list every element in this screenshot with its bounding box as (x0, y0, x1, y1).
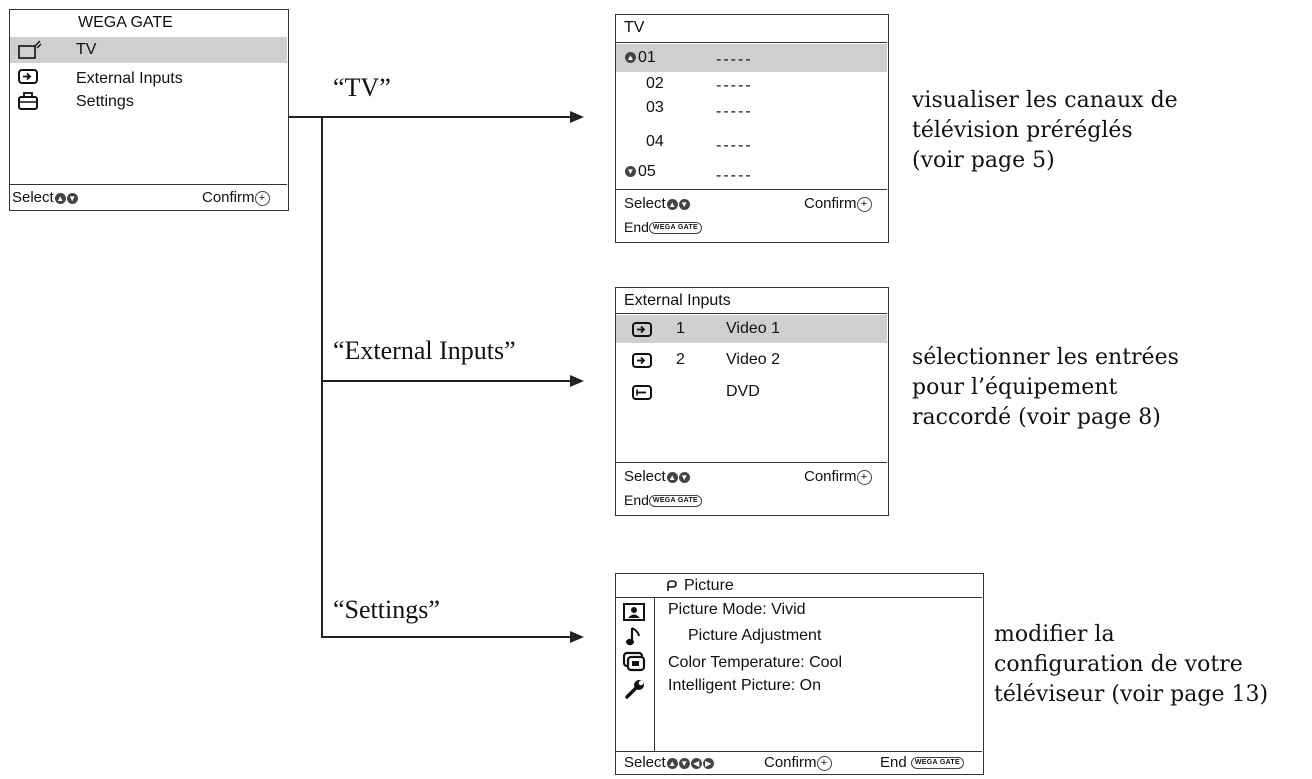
channel-name: ----- (716, 103, 753, 120)
picture-menu-title: Picture (684, 577, 734, 594)
external-confirm-hint: Confirm+ (804, 468, 872, 485)
down-arrow-icon: ▼ (625, 166, 636, 177)
channel-num[interactable]: 05 (638, 163, 656, 180)
tv-menu: TV ▲ 01 ----- 02 ----- 03 ----- 04 -----… (615, 14, 889, 243)
input-number: 1 (676, 320, 685, 337)
tv-menu-title: TV (624, 19, 645, 36)
menu-item-settings[interactable]: Settings (76, 93, 134, 110)
wega-gate-button-icon: WEGA GATE (648, 495, 703, 508)
channel-name: ----- (716, 77, 753, 94)
channel-name: ----- (716, 51, 753, 68)
menu-item-tv[interactable]: TV (76, 41, 97, 58)
external-title-divider (616, 313, 887, 314)
confirm-button-icon: + (254, 190, 270, 206)
up-button-icon: ▲ (666, 198, 678, 210)
picture-mode-item[interactable]: Picture Mode: Vivid (668, 601, 806, 618)
channel-num[interactable]: 03 (646, 99, 664, 116)
label-settings: “Settings” (333, 595, 440, 624)
left-button-icon: ◀ (690, 757, 702, 769)
tv-confirm-hint: Confirm+ (804, 195, 872, 212)
external-menu-title: External Inputs (624, 292, 731, 309)
connector-tv-line (321, 116, 571, 118)
external-footer-divider (616, 462, 887, 463)
picture-title-divider (616, 597, 982, 598)
tv-highlight (616, 44, 887, 72)
tv-title-divider (616, 42, 887, 43)
footer-divider (10, 184, 287, 185)
toolbox-icon (18, 92, 40, 115)
input-icon (632, 352, 654, 375)
settings-picture-menu: Picture Picture Mode: Vivid Picture Adju… (615, 573, 984, 775)
label-tv: “TV” (333, 73, 391, 102)
wega-gate-title: WEGA GATE (78, 14, 173, 31)
wega-gate-button-icon: WEGA GATE (910, 757, 964, 770)
input-icon (18, 68, 40, 91)
intelligent-picture-item[interactable]: Intelligent Picture: On (668, 677, 821, 694)
confirm-button-icon: + (856, 196, 872, 212)
tv-description: visualiser les canaux de télévision prér… (912, 88, 1178, 173)
menu-item-external-inputs[interactable]: External Inputs (76, 70, 183, 87)
input-icon (632, 321, 654, 344)
connector-horizontal-main (289, 116, 322, 118)
arrow-external (570, 375, 584, 387)
channel-num[interactable]: 01 (638, 49, 656, 66)
down-button-icon: ▼ (66, 192, 78, 204)
external-description: sélectionner les entrées pour l’équipeme… (912, 345, 1179, 430)
input-label-dvd[interactable]: DVD (726, 383, 760, 400)
settings-description: modifier la configuration de votre télév… (994, 622, 1269, 707)
label-external-inputs: “External Inputs” (333, 336, 516, 365)
select-hint: Select▲▼ (12, 189, 78, 206)
down-button-icon: ▼ (678, 757, 690, 769)
input-number: 2 (676, 351, 685, 368)
right-button-icon: ▶ (702, 757, 714, 769)
sound-note-icon[interactable] (625, 627, 643, 652)
input-label-video1[interactable]: Video 1 (726, 320, 780, 337)
channel-name: ----- (716, 167, 753, 184)
picture-footer-divider (616, 751, 982, 752)
wega-gate-menu: WEGA GATE TV External Inputs Settings Se… (9, 9, 289, 211)
highlight-tv (10, 37, 287, 63)
confirm-hint: Confirm+ (202, 189, 270, 206)
down-button-icon: ▼ (678, 471, 690, 483)
down-button-icon: ▼ (678, 198, 690, 210)
external-highlight (616, 315, 887, 343)
tv-footer-divider (616, 189, 887, 190)
up-button-icon: ▲ (54, 192, 66, 204)
confirm-button-icon: + (856, 469, 872, 485)
color-temperature-item[interactable]: Color Temperature: Cool (668, 654, 843, 671)
input-label-video2[interactable]: Video 2 (726, 351, 780, 368)
channel-num[interactable]: 04 (646, 133, 664, 150)
external-inputs-menu: External Inputs 1 Video 1 2 Video 2 DVD … (615, 287, 889, 516)
picture-end-hint: End WEGA GATE (880, 754, 964, 771)
picture-back-icon (664, 578, 680, 599)
screen-setup-icon[interactable] (622, 651, 646, 678)
connector-settings-line (321, 636, 571, 638)
arrow-settings (570, 631, 584, 643)
dvd-input-icon (632, 384, 654, 407)
wrench-icon[interactable] (624, 678, 646, 705)
external-select-hint: Select▲▼ (624, 468, 690, 485)
picture-select-hint: Select▲▼◀▶ (624, 754, 714, 771)
wega-gate-button-icon: WEGA GATE (648, 222, 703, 235)
picture-category-icon[interactable] (622, 602, 646, 627)
up-arrow-icon: ▲ (625, 52, 636, 63)
confirm-button-icon: + (816, 755, 832, 771)
tv-icon (18, 40, 42, 65)
tv-select-hint: Select▲▼ (624, 195, 690, 212)
connector-external-line (321, 380, 571, 382)
arrow-tv (570, 111, 584, 123)
up-button-icon: ▲ (666, 471, 678, 483)
connector-vertical (321, 116, 323, 637)
up-button-icon: ▲ (666, 757, 678, 769)
picture-confirm-hint: Confirm+ (764, 754, 832, 771)
channel-name: ----- (716, 137, 753, 154)
picture-adjustment-item[interactable]: Picture Adjustment (688, 627, 822, 644)
channel-num[interactable]: 02 (646, 75, 664, 92)
picture-sidebar-divider (654, 597, 655, 752)
